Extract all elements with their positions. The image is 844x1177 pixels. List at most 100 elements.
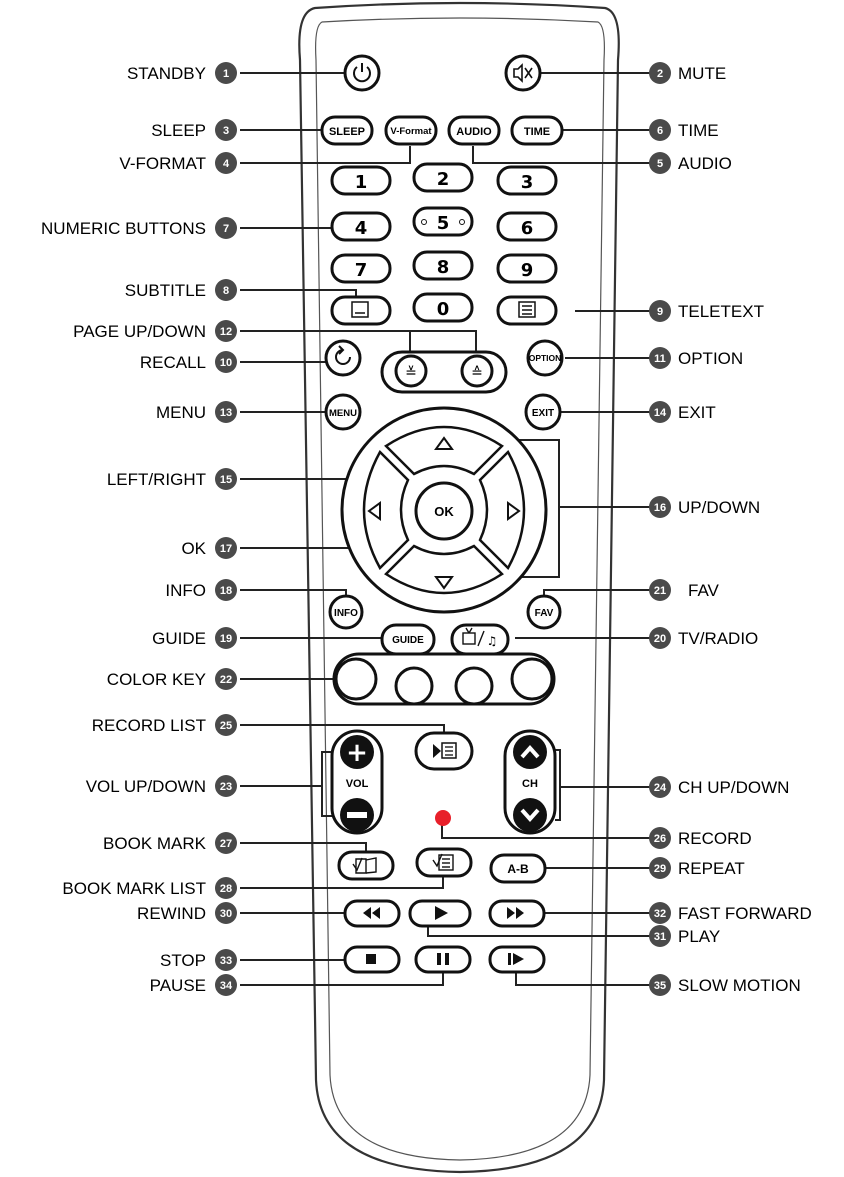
vformat-button-text: V-Format <box>390 126 432 137</box>
callout-number-1: 1 <box>223 68 229 80</box>
callout-25: RECORD LIST 25 <box>92 714 237 736</box>
mute-button[interactable] <box>506 56 540 90</box>
record-list-button[interactable] <box>416 733 472 769</box>
callout-5: 5 AUDIO <box>649 152 732 174</box>
callout-35: 35 SLOW MOTION <box>649 974 801 996</box>
ch-label: CH <box>522 778 538 790</box>
callout-4: V-FORMAT 4 <box>119 152 237 174</box>
digit-2-text: 2 <box>437 169 450 190</box>
callout-number-8: 8 <box>223 285 229 297</box>
callout-34: PAUSE 34 <box>150 974 237 996</box>
callout-3: SLEEP 3 <box>151 119 237 141</box>
callout-30: REWIND 30 <box>137 902 237 924</box>
svg-text:♫: ♫ <box>487 634 498 648</box>
callout-26: 26 RECORD <box>649 827 752 849</box>
callout-number-4: 4 <box>223 158 230 170</box>
callout-label-24: CH UP/DOWN <box>678 778 789 797</box>
callout-18: INFO 18 <box>165 579 237 601</box>
callout-number-3: 3 <box>223 125 229 137</box>
callout-number-35: 35 <box>654 980 666 992</box>
time-button-text: TIME <box>524 126 550 138</box>
recall-button[interactable] <box>326 341 360 375</box>
color-key-4-button[interactable] <box>512 659 552 699</box>
callout-31: 31 PLAY <box>649 925 720 947</box>
rewind-button[interactable] <box>345 901 399 926</box>
callout-label-1: STANDBY <box>127 64 206 83</box>
callout-label-29: REPEAT <box>678 859 745 878</box>
digit-3-text: 3 <box>521 172 534 193</box>
guide-button-text: GUIDE <box>392 635 424 646</box>
callout-16: 16 UP/DOWN <box>649 496 760 518</box>
stop-icon <box>366 954 376 964</box>
option-button-text: OPTION <box>529 353 562 363</box>
callout-label-5: AUDIO <box>678 154 732 173</box>
callout-number-13: 13 <box>220 407 232 419</box>
callout-number-27: 27 <box>220 838 232 850</box>
color-key-3-button[interactable] <box>456 668 492 704</box>
subtitle-button[interactable] <box>332 297 390 324</box>
callout-label-12: PAGE UP/DOWN <box>73 322 206 341</box>
callout-label-27: BOOK MARK <box>103 834 207 853</box>
callout-7: NUMERIC BUTTONS 7 <box>41 217 237 239</box>
callout-10: RECALL 10 <box>140 351 237 373</box>
pause-button[interactable] <box>416 947 470 972</box>
callout-number-22: 22 <box>220 674 232 686</box>
callout-label-9: TELETEXT <box>678 302 764 321</box>
callout-label-8: SUBTITLE <box>125 281 206 300</box>
callout-21: 21 FAV <box>649 579 720 601</box>
callout-label-7: NUMERIC BUTTONS <box>41 219 206 238</box>
digit-6-text: 6 <box>521 218 534 239</box>
callout-label-23: VOL UP/DOWN <box>86 777 206 796</box>
standby-button[interactable] <box>345 56 379 90</box>
callout-22: COLOR KEY 22 <box>107 668 237 690</box>
digit-0-text: 0 <box>437 299 450 320</box>
record-button[interactable] <box>435 810 451 826</box>
callout-label-35: SLOW MOTION <box>678 976 801 995</box>
color-key-2-button[interactable] <box>396 668 432 704</box>
callout-number-31: 31 <box>654 931 666 943</box>
callout-number-12: 12 <box>220 326 232 338</box>
minus-icon <box>347 812 367 818</box>
ch-up-button[interactable] <box>513 735 547 769</box>
callout-label-4: V-FORMAT <box>119 154 206 173</box>
callout-label-14: EXIT <box>678 403 716 422</box>
callout-number-19: 19 <box>220 633 232 645</box>
info-button-text: INFO <box>334 608 358 619</box>
digit-5-text: 5 <box>437 213 450 234</box>
callout-label-31: PLAY <box>678 927 720 946</box>
callout-number-14: 14 <box>654 407 667 419</box>
callout-number-5: 5 <box>657 158 663 170</box>
callout-label-18: INFO <box>165 581 206 600</box>
callout-number-7: 7 <box>223 223 229 235</box>
callout-17: OK 17 <box>181 537 237 559</box>
callout-number-18: 18 <box>220 585 232 597</box>
digit-7-text: 7 <box>355 260 368 281</box>
callout-20: 20 TV/RADIO <box>649 627 758 649</box>
callout-number-26: 26 <box>654 833 666 845</box>
callout-1: STANDBY 1 <box>127 62 237 84</box>
digit-4-text: 4 <box>355 218 368 239</box>
ch-down-button[interactable] <box>513 798 547 832</box>
callout-24: 24 CH UP/DOWN <box>649 776 789 798</box>
callout-label-33: STOP <box>160 951 206 970</box>
callout-number-32: 32 <box>654 908 666 920</box>
callout-label-26: RECORD <box>678 829 752 848</box>
callout-number-15: 15 <box>220 474 232 486</box>
callout-11: 11 OPTION <box>649 347 743 369</box>
callout-29: 29 REPEAT <box>649 857 745 879</box>
callout-15: LEFT/RIGHT 15 <box>107 468 237 490</box>
callout-label-11: OPTION <box>678 349 743 368</box>
callout-label-25: RECORD LIST <box>92 716 206 735</box>
callout-number-23: 23 <box>220 781 232 793</box>
callout-label-30: REWIND <box>137 904 206 923</box>
callout-label-28: BOOK MARK LIST <box>62 879 206 898</box>
repeat-button-text: A-B <box>507 862 529 876</box>
callout-27: BOOK MARK 27 <box>103 832 237 854</box>
callout-number-21: 21 <box>654 585 666 597</box>
callout-number-20: 20 <box>654 633 666 645</box>
callout-label-3: SLEEP <box>151 121 206 140</box>
color-key-1-button[interactable] <box>336 659 376 699</box>
callout-label-10: RECALL <box>140 353 206 372</box>
